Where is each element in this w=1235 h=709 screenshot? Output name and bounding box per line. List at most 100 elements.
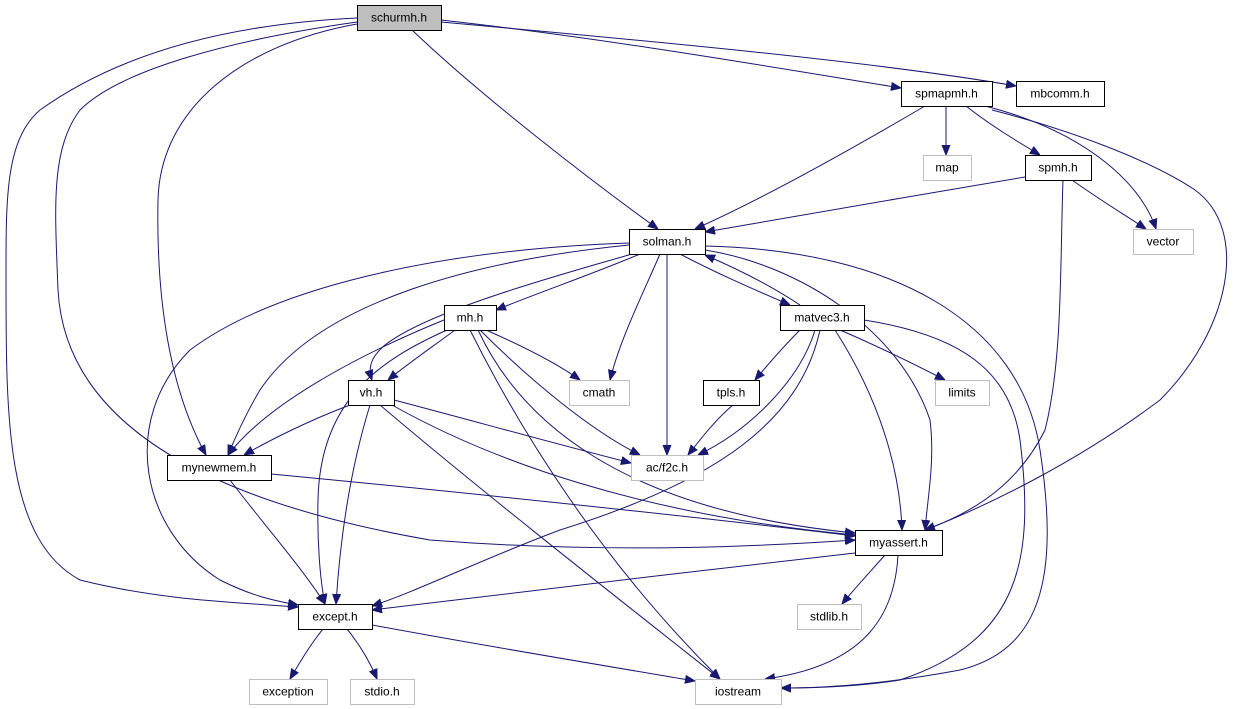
edge-solman-iostream (704, 245, 1048, 688)
node-label-mh: mh.h (457, 311, 484, 325)
node-box-limits (935, 380, 990, 406)
node-label-except: except.h (312, 610, 357, 624)
edge-solman-matvec3 (679, 253, 790, 305)
edge-solman-cmath (610, 253, 661, 380)
edge-except-iostream (371, 624, 695, 681)
nodes: schurmh.h spmapmh.h mbcomm.h map spmh.h vecto… (167, 5, 1194, 705)
edge-vh-f2c (393, 399, 631, 463)
node-box-myassert (855, 530, 943, 556)
node-schurmh: schurmh.h (357, 5, 442, 31)
node-vector: vector (1133, 229, 1194, 255)
edge-solman-myassert (704, 249, 933, 530)
node-box-spmh (1025, 155, 1092, 181)
edge-mh-vh (388, 329, 456, 380)
node-box-exception (249, 679, 328, 705)
node-mbcomm[interactable]: mbcomm.h (1016, 81, 1105, 107)
edge-spmh-solman (705, 176, 1026, 232)
edge-myassert-iostream (765, 554, 899, 679)
edge-schurmh-spmapmh (440, 19, 901, 88)
node-f2c: ac/f2c.h (631, 455, 704, 481)
node-box-tpls (703, 380, 760, 406)
edge-mh-mynewmem (228, 319, 445, 455)
node-label-schurmh: schurmh.h (371, 11, 427, 25)
node-label-stdlib: stdlib.h (810, 610, 848, 624)
edge-schurmh-myassert (55, 21, 855, 549)
node-matvec3[interactable]: matvec3.h (780, 305, 865, 331)
node-spmapmh[interactable]: spmapmh.h (901, 81, 993, 107)
node-except[interactable]: except.h (298, 604, 373, 630)
node-label-cmath: cmath (583, 386, 616, 400)
node-stdio: stdio.h (350, 679, 415, 705)
edge-mh-myassert (477, 329, 855, 533)
node-label-mynewmem: mynewmem.h (182, 461, 257, 475)
node-tpls[interactable]: tpls.h (703, 380, 760, 406)
node-box-except (298, 604, 373, 630)
node-stdlib: stdlib.h (797, 604, 862, 630)
node-box-vh (348, 380, 395, 406)
node-myassert[interactable]: myassert.h (855, 530, 943, 556)
node-label-exception: exception (262, 685, 313, 699)
edge-spmh-vector (1071, 179, 1146, 229)
edge-mh-except (317, 329, 448, 604)
node-mh[interactable]: mh.h (444, 305, 497, 331)
edge-schurmh-mynewmem (157, 23, 358, 455)
edge-matvec3-limits (839, 329, 945, 380)
edge-mh-f2c (479, 329, 640, 455)
node-box-f2c (631, 455, 704, 481)
node-label-f2c: ac/f2c.h (646, 461, 688, 475)
node-map: map (923, 155, 972, 181)
edge-schurmh-mbcomm (440, 21, 1016, 86)
node-box-stdlib (797, 604, 862, 630)
edge-solman-except (146, 242, 630, 605)
edge-mh-iostream (469, 329, 720, 679)
edge-matvec3-solman (705, 255, 801, 306)
node-box-vector (1133, 229, 1194, 255)
edge-myassert-stdlib (842, 554, 886, 604)
edge-schurmh-except (5, 17, 358, 607)
edge-mynewmem-myassert (270, 473, 855, 536)
node-label-spmapmh: spmapmh.h (915, 87, 978, 101)
node-box-iostream (695, 679, 782, 705)
node-label-iostream: iostream (715, 685, 761, 699)
edge-vh-mynewmem (244, 404, 351, 455)
node-box-cmath (569, 380, 630, 406)
node-mynewmem[interactable]: mynewmem.h (167, 455, 272, 481)
node-solman[interactable]: solman.h (629, 229, 706, 255)
edge-spmapmh-spmh (965, 105, 1040, 155)
node-vh[interactable]: vh.h (348, 380, 395, 406)
edge-spmapmh-vector (984, 105, 1156, 229)
node-label-solman: solman.h (643, 235, 692, 249)
edge-matvec3-tpls (755, 329, 801, 380)
edge-spmapmh-myassert (925, 109, 1228, 530)
edge-vh-iostream (379, 404, 720, 679)
node-box-mh (444, 305, 497, 331)
edge-vh-myassert (391, 404, 855, 535)
node-label-mbcomm: mbcomm.h (1030, 87, 1089, 101)
edge-mynewmem-except (229, 479, 325, 604)
edge-matvec3-iostream (781, 319, 1026, 688)
node-label-limits: limits (948, 386, 975, 400)
edge-spmapmh-solman (695, 105, 926, 229)
edge-matvec3-except (372, 329, 821, 606)
node-label-matvec3: matvec3.h (794, 311, 849, 325)
node-box-mbcomm (1016, 81, 1105, 107)
node-label-myassert: myassert.h (869, 536, 928, 550)
edge-schurmh-solman (411, 29, 658, 229)
node-box-matvec3 (780, 305, 865, 331)
node-cmath: cmath (569, 380, 630, 406)
node-box-mynewmem (167, 455, 272, 481)
node-label-tpls: tpls.h (717, 386, 746, 400)
node-label-vector: vector (1147, 235, 1180, 249)
edge-myassert-except (372, 552, 856, 610)
edge-solman-mh (496, 253, 641, 310)
node-label-stdio: stdio.h (364, 685, 399, 699)
edge-matvec3-f2c (698, 329, 816, 455)
edge-vh-except (336, 404, 371, 604)
node-label-spmh: spmh.h (1038, 161, 1077, 175)
edge-except-exception (290, 628, 324, 679)
node-spmh[interactable]: spmh.h (1025, 155, 1092, 181)
node-box-schurmh (357, 5, 442, 31)
edge-solman-vh (370, 253, 633, 380)
node-limits: limits (935, 380, 990, 406)
